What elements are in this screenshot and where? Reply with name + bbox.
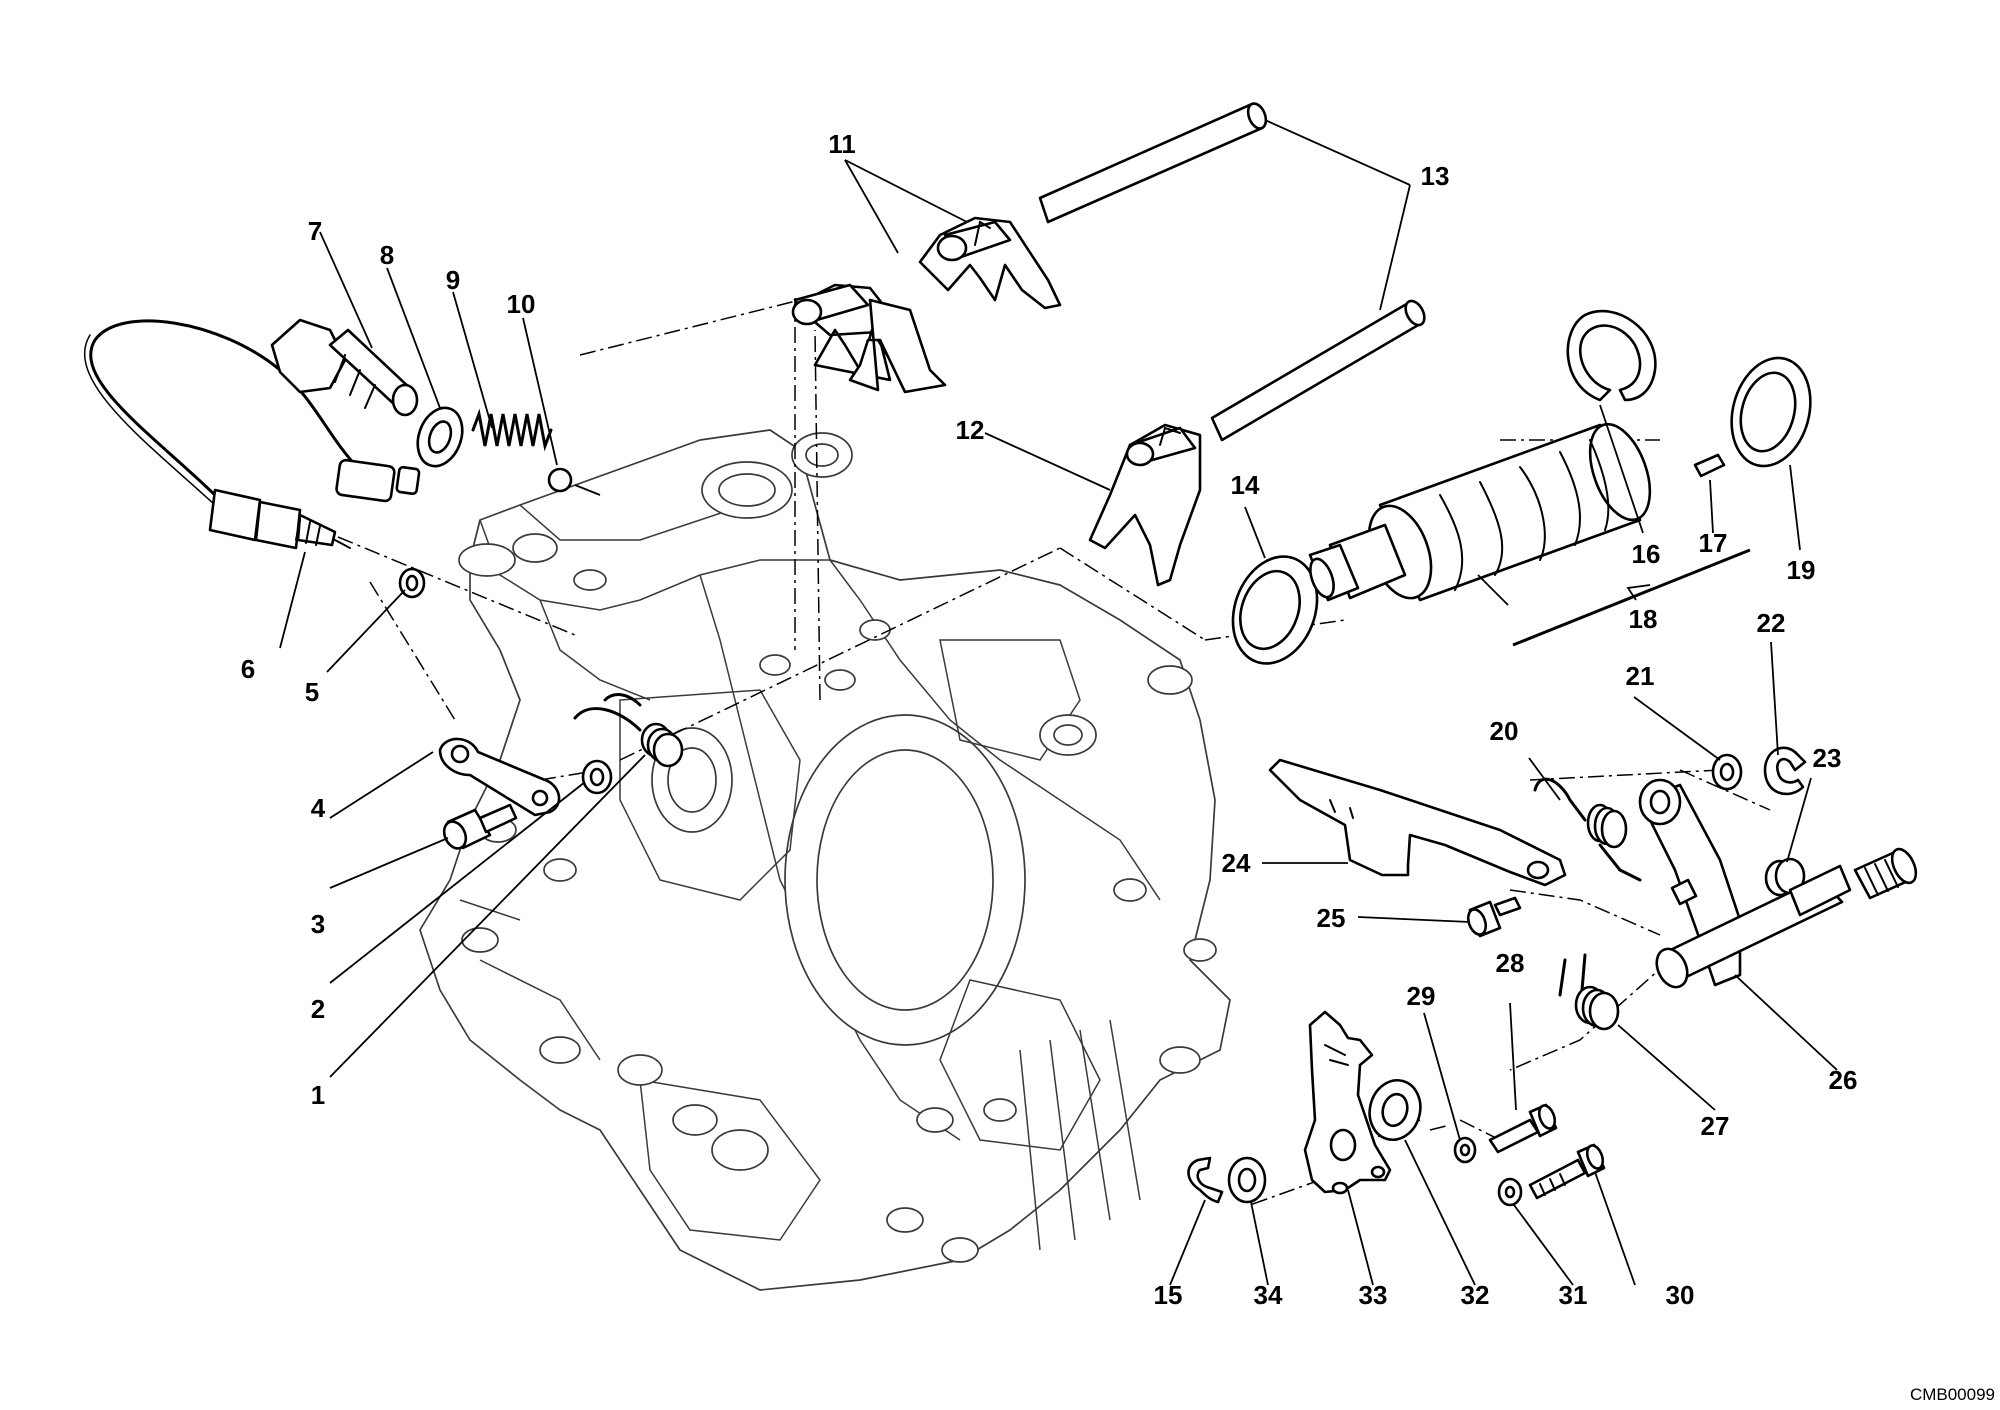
plate-circlip — [1187, 1156, 1224, 1204]
callout-28: 28 — [1496, 948, 1525, 978]
callout-1: 1 — [311, 1080, 325, 1110]
callout-29: 29 — [1407, 981, 1436, 1011]
callout-5: 5 — [305, 677, 319, 707]
callout-22: 22 — [1757, 608, 1786, 638]
selector-plate — [1303, 1010, 1392, 1195]
callout-26: 26 — [1829, 1065, 1858, 1095]
stopper-plate — [1268, 758, 1567, 887]
lever-washer — [581, 759, 613, 795]
callout-16: 16 — [1632, 539, 1661, 569]
plate-washer — [1368, 1079, 1422, 1141]
screw-washer-upper — [1453, 1136, 1477, 1164]
drum-pin — [1693, 453, 1726, 478]
callout-12: 12 — [956, 415, 985, 445]
callout-labels: 7 8 9 10 11 12 13 14 16 17 18 19 6 5 4 3… — [241, 129, 1858, 1310]
screw-washer-lower — [1497, 1177, 1523, 1207]
gear-selector-shaft — [1638, 778, 1918, 989]
callout-11: 11 — [828, 129, 856, 159]
callout-33: 33 — [1359, 1280, 1388, 1310]
shift-fork-single — [1088, 423, 1202, 587]
drum-thrust-ring — [1730, 356, 1812, 468]
thrust-ring — [1231, 555, 1319, 665]
spacer-washer — [1711, 753, 1743, 791]
sealing-washer — [416, 406, 464, 468]
selector-drum — [1308, 422, 1652, 602]
callout-20: 20 — [1490, 716, 1519, 746]
plate-screw-upper — [1488, 1103, 1558, 1154]
callout-19: 19 — [1787, 555, 1816, 585]
callout-31: 31 — [1559, 1280, 1588, 1310]
torsion-spring-case — [573, 693, 684, 768]
plate-shim — [1227, 1156, 1267, 1204]
callout-18: 18 — [1629, 604, 1658, 634]
shaft-bush — [1764, 857, 1806, 897]
sensor-housing — [270, 318, 419, 417]
callout-4: 4 — [311, 793, 326, 823]
detent-lever — [438, 737, 561, 817]
fork-shaft-upper — [1038, 102, 1268, 224]
alignment-lines — [337, 298, 1771, 1206]
selector-arm-spring — [1533, 777, 1642, 882]
detent-ball — [547, 467, 573, 493]
fork-shaft-lower — [1210, 299, 1426, 442]
shift-fork-upper — [918, 216, 1062, 310]
plate-screw-lower — [1528, 1143, 1606, 1200]
crankcase-half — [419, 429, 1231, 1291]
callout-7: 7 — [308, 216, 322, 246]
callout-23: 23 — [1813, 743, 1842, 773]
plate-bolt — [1466, 896, 1522, 938]
callout-10: 10 — [507, 289, 536, 319]
callout-14: 14 — [1231, 470, 1260, 500]
drawing-code: CMB00099 — [1910, 1385, 1995, 1404]
leader-lines — [279, 119, 1838, 1286]
neutral-sensor-cable — [83, 319, 421, 550]
callout-9: 9 — [446, 265, 460, 295]
detent-spring — [471, 408, 553, 452]
callout-2: 2 — [311, 994, 325, 1024]
small-washer — [398, 567, 426, 599]
callout-25: 25 — [1317, 903, 1346, 933]
shift-fork-lower — [791, 283, 947, 394]
callout-24: 24 — [1222, 848, 1251, 878]
callout-30: 30 — [1666, 1280, 1695, 1310]
callout-15: 15 — [1154, 1280, 1183, 1310]
callout-17: 17 — [1699, 528, 1728, 558]
callout-21: 21 — [1626, 661, 1655, 691]
callout-6: 6 — [241, 654, 255, 684]
callout-8: 8 — [380, 240, 394, 270]
callout-13: 13 — [1421, 161, 1450, 191]
drum-circlip — [1566, 309, 1657, 402]
callout-32: 32 — [1461, 1280, 1490, 1310]
lever-bolt — [442, 803, 518, 850]
callout-27: 27 — [1701, 1111, 1730, 1141]
return-spring — [1558, 953, 1620, 1031]
callout-3: 3 — [311, 909, 325, 939]
retaining-circlip — [1763, 746, 1807, 796]
callout-34: 34 — [1254, 1280, 1283, 1310]
